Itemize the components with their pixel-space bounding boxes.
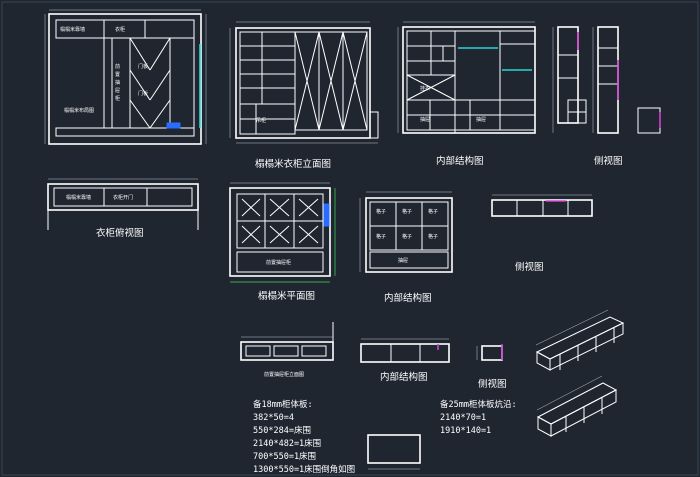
front-drawer-v2: 置: [115, 72, 120, 78]
title-internal-2: 内部结构图: [384, 292, 432, 304]
svg-text:衣柜开门: 衣柜开门: [113, 194, 133, 201]
notes25-line: 1910*140=1: [440, 426, 491, 436]
svg-text:门板: 门板: [138, 63, 148, 70]
svg-text:格子: 格子: [402, 233, 412, 240]
svg-text:格子: 格子: [428, 233, 438, 240]
svg-text:吊柜: 吊柜: [256, 117, 266, 124]
svg-text:榻榻米靠墙: 榻榻米靠墙: [66, 194, 91, 201]
title-side-3: 侧视图: [478, 378, 507, 390]
notes18-line: 2140*482=1床围: [253, 438, 321, 449]
svg-text:格子: 格子: [428, 208, 438, 215]
svg-text:门板: 门板: [138, 90, 148, 97]
title-internal-1: 内部结构图: [436, 155, 484, 167]
title-top-view: 衣柜俯视图: [96, 227, 144, 239]
room-layout-drawing: 榻榻米靠墙 衣柜 门板 门板 榻榻米布局图 前 置 抽 屉 柜: [44, 9, 207, 145]
notes18-line: 700*550=1床围: [253, 451, 316, 462]
svg-text:挂衣: 挂衣: [420, 85, 430, 92]
notes-25mm: 备25mm柜体板炕沿: 2140*70=1 1910*140=1: [440, 399, 517, 436]
internal-structure-drawing-1: 挂衣 抽屉 抽屉 内部结构图: [397, 21, 536, 167]
title-plan: 榻榻米平面图: [258, 290, 315, 302]
title-side-2: 侧视图: [515, 261, 544, 273]
notes-18mm: 备18mm柜体板: 382*50=4 550*284=床围 2140*482=1…: [253, 399, 355, 475]
tatami-plan-drawing: 前置抽屉柜 榻榻米平面图: [229, 182, 336, 302]
front-drawer-v4: 屉: [115, 88, 120, 94]
front-drawer-v3: 抽: [115, 79, 120, 86]
isometric-bed-frame-lower: [536, 375, 618, 437]
notes25-line: 2140*70=1: [440, 413, 486, 423]
notes18-line: 1300*550=1床围倒角如图: [253, 464, 355, 475]
notes18-line: 550*284=床围: [253, 425, 311, 436]
svg-text:衣柜: 衣柜: [115, 26, 125, 33]
notes25-heading: 备25mm柜体板炕沿:: [440, 399, 517, 410]
svg-text:抽屉: 抽屉: [476, 116, 486, 123]
internal-structure-drawing-2: 格子 格子 格子 格子 格子 格子 抽屉 内部结构图: [359, 191, 453, 304]
title-side-1: 侧视图: [594, 155, 623, 167]
svg-text:格子: 格子: [376, 208, 386, 215]
room-tatami-label: 榻榻米布局图: [64, 107, 94, 114]
notes18-heading: 备18mm柜体板:: [253, 399, 313, 410]
plan-drawer-label: 前置抽屉柜: [266, 259, 291, 266]
notes18-line: 382*50=4: [253, 413, 294, 423]
side-view-drawing-3: 侧视图: [476, 344, 507, 390]
drawer-cabinet-elevation-drawing: 前置抽屉柜立面图: [240, 322, 334, 378]
svg-text:榻榻米靠墙: 榻榻米靠墙: [60, 26, 85, 33]
side-view-drawing-2: 侧视图: [491, 194, 593, 273]
internal-structure-drawing-3: 内部结构图: [360, 338, 450, 383]
svg-text:格子: 格子: [376, 233, 386, 240]
wardrobe-elevation-drawing: 吊柜 榻榻米衣柜立面图: [229, 21, 379, 170]
front-drawer-v5: 柜: [115, 95, 120, 102]
side-view-drawing-1: 侧视图: [552, 26, 661, 167]
front-drawer-v1: 前: [115, 63, 120, 70]
title-elevation: 榻榻米衣柜立面图: [255, 158, 331, 170]
svg-text:格子: 格子: [402, 208, 412, 215]
wardrobe-top-view-drawing: 榻榻米靠墙 衣柜开门 衣柜俯视图: [47, 178, 199, 239]
isometric-bed-frame-upper: [535, 309, 625, 371]
svg-text:抽屉: 抽屉: [398, 257, 408, 264]
bottom-board-drawing: [367, 434, 421, 470]
title-drawer-elevation: 前置抽屉柜立面图: [264, 371, 304, 378]
title-internal-3: 内部结构图: [380, 371, 428, 383]
svg-text:抽屉: 抽屉: [420, 116, 430, 123]
